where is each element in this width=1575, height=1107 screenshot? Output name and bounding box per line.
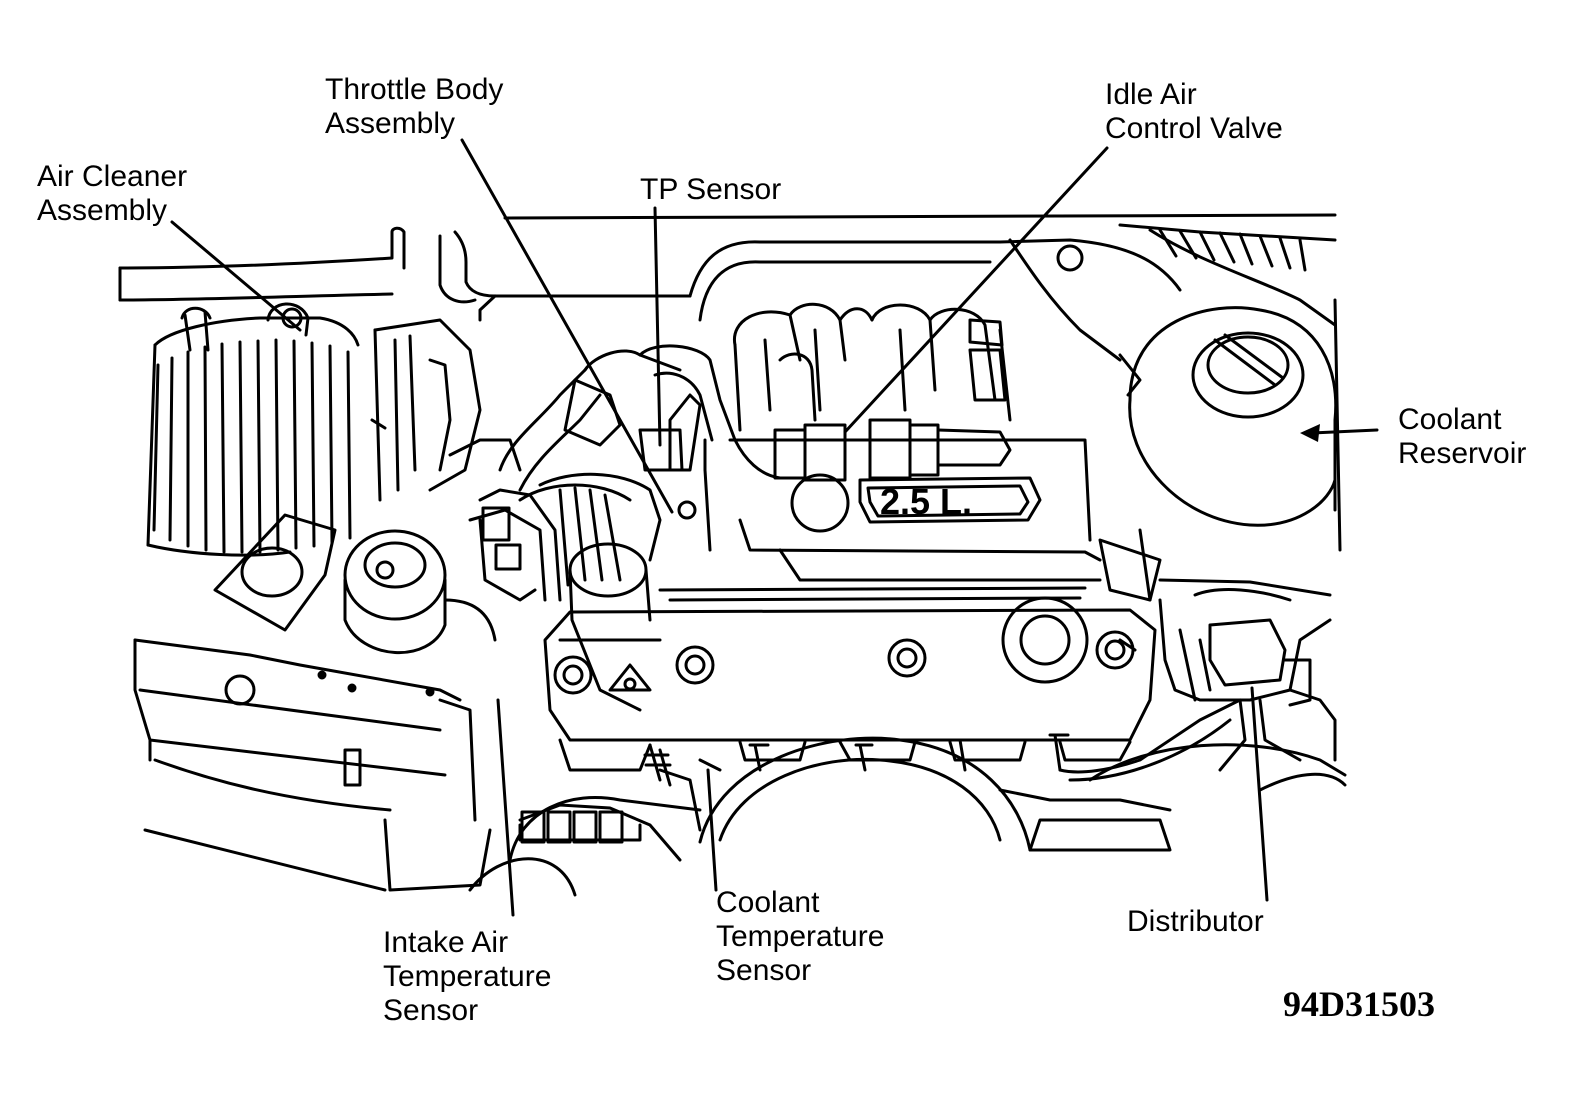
engine-displacement-badge: 2.5 L.	[880, 481, 972, 522]
coolant-reservoir-tank	[1098, 298, 1342, 602]
tp-sensor-label: TP Sensor	[640, 173, 782, 206]
coolant-reservoir-label: Coolant Reservoir	[1398, 403, 1527, 470]
pulleys	[468, 736, 1347, 897]
valve-cover	[543, 586, 1157, 772]
distributor-label: Distributor	[1127, 905, 1264, 938]
round-reservoir	[343, 529, 497, 655]
leader-lines	[170, 138, 1379, 917]
iac-valve	[773, 318, 1012, 482]
idle-air-control-valve-label: Idle Air Control Valve	[1105, 78, 1283, 145]
figure-code: 94D31503	[1283, 984, 1435, 1024]
idle-air-leader	[843, 146, 1109, 434]
coolant-temperature-sensor-label: Coolant Temperature Sensor	[716, 886, 885, 987]
tp-sensor-leader	[653, 206, 662, 447]
coolant-reservoir-arrowhead	[1300, 424, 1320, 442]
lower-left-panel	[133, 513, 492, 892]
distributor-assembly	[1158, 578, 1337, 772]
air-cleaner-leader	[170, 220, 302, 332]
air-cleaner-housing	[146, 302, 482, 557]
intake-air-temp-leader	[496, 698, 515, 917]
coolant-reservoir-leader	[1310, 428, 1379, 435]
body-outline	[118, 213, 1337, 362]
throttle-body-assembly-label: Throttle Body Assembly	[325, 73, 504, 140]
intake-air-temperature-sensor-label: Intake Air Temperature Sensor	[383, 926, 552, 1027]
distributor-leader	[1250, 686, 1269, 902]
air-cleaner-assembly-label: Air Cleaner Assembly	[37, 160, 188, 227]
coolant-temp-leader	[706, 768, 718, 892]
spark-plugs	[643, 698, 1242, 787]
throttle-body-leader	[460, 138, 674, 514]
intake-manifold	[703, 302, 1102, 582]
